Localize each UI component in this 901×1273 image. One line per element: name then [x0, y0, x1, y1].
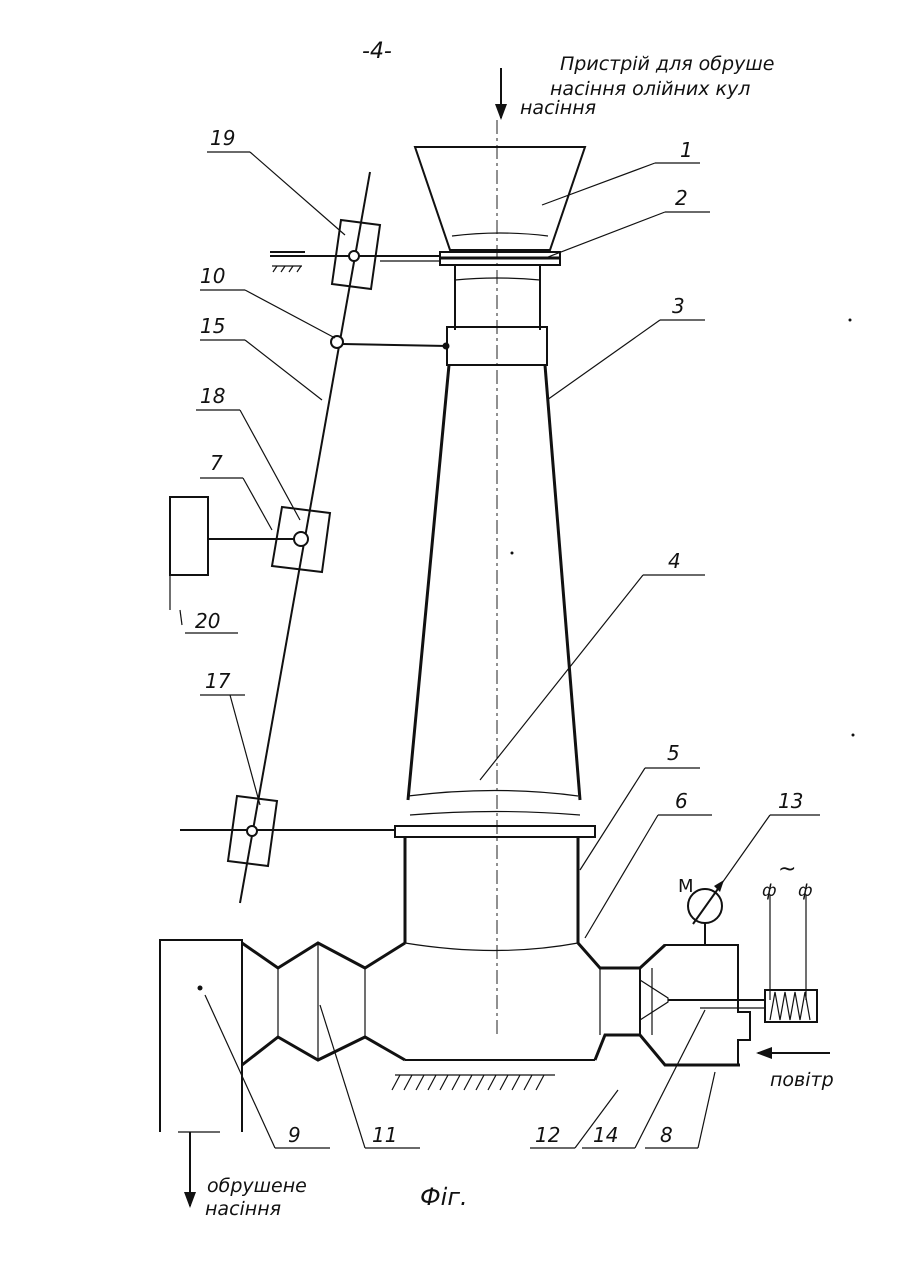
terminal-a: ф	[762, 881, 777, 901]
figure-caption: Фіг.	[420, 1183, 468, 1211]
air-label: повітр	[770, 1069, 834, 1091]
callout-leaders	[180, 152, 820, 1148]
base-hatching	[392, 1075, 555, 1090]
ac-symbol: ~	[778, 857, 796, 882]
drive-block	[170, 497, 208, 610]
callout-11: 11	[372, 1123, 397, 1147]
collector	[160, 940, 242, 1132]
callout-17: 17	[205, 669, 231, 693]
callout-18: 18	[200, 384, 225, 408]
callout-1: 1	[680, 138, 693, 162]
callout-10: 10	[200, 264, 225, 288]
callout-9: 9	[288, 1123, 301, 1147]
callout-13: 13	[778, 789, 803, 813]
callout-7: 7	[210, 451, 223, 475]
output-arrow	[184, 1132, 196, 1208]
vibrator-shaft	[668, 1000, 765, 1008]
lower-plate	[180, 826, 595, 837]
deflector	[408, 791, 578, 797]
terminal-b: ф	[798, 881, 813, 901]
electromagnet-coil	[765, 895, 817, 1022]
callout-4: 4	[668, 549, 681, 573]
pivot-joint	[331, 336, 450, 350]
air-input-arrow	[756, 1047, 830, 1059]
callout-19: 19	[210, 126, 235, 150]
output-seed-label-line2: насіння	[205, 1198, 281, 1220]
callout-14: 14	[593, 1123, 618, 1147]
drawing-title-line1: Пристрій для обруше	[560, 53, 774, 75]
callout-6: 6	[675, 789, 688, 813]
corrugated-channel	[242, 943, 405, 1065]
callout-2: 2	[675, 186, 688, 210]
stray-dot	[852, 734, 855, 737]
middle-bracket	[208, 507, 330, 572]
stray-dot	[511, 552, 514, 555]
callout-12: 12	[535, 1123, 560, 1147]
callout-20: 20	[195, 609, 220, 633]
seed-input-arrow	[495, 68, 507, 120]
page-number: -4-	[362, 39, 392, 64]
motor-label: М	[678, 876, 694, 897]
callout-15: 15	[200, 314, 225, 338]
seed-input-label: насіння	[520, 97, 596, 119]
output-seed-label-line1: обрушене	[207, 1175, 307, 1197]
callout-3: 3	[672, 294, 685, 318]
gate-plate	[440, 252, 560, 265]
air-nozzle	[578, 943, 750, 1065]
callout-5: 5	[667, 741, 680, 765]
lower-cylinder	[405, 837, 578, 951]
conical-tube	[408, 365, 580, 800]
stray-dot	[849, 319, 852, 322]
callout-8: 8	[660, 1123, 673, 1147]
